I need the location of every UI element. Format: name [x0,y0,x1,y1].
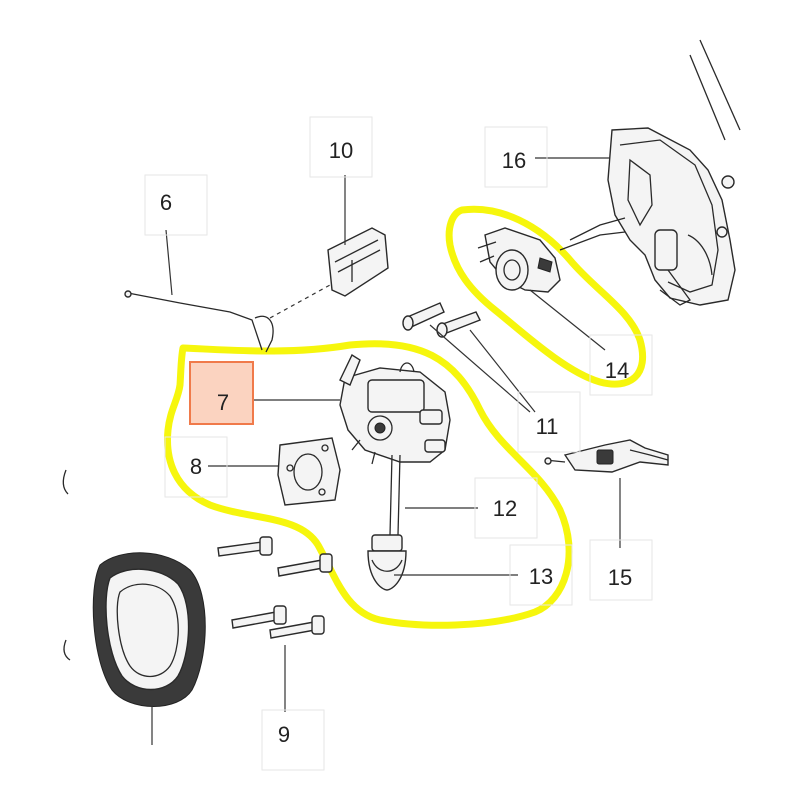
label-15[interactable]: 15 [608,565,632,590]
assembly-dashed-line [269,284,331,319]
throttle-assembly-part [477,227,561,293]
throttle-rod-part [124,290,274,353]
gasket-part [277,437,341,506]
leader-line-11a [429,324,531,413]
primer-bulb-part [367,534,407,591]
label-9[interactable]: 9 [278,722,290,747]
edge-fragment [62,469,69,495]
carburetor-part [339,353,451,465]
leader-line-11b [469,329,536,413]
label-13[interactable]: 13 [529,564,553,589]
leader-line-6 [165,229,173,296]
label-12[interactable]: 12 [493,496,517,521]
screws-part-11 [402,302,481,338]
label-box-14 [589,334,653,396]
label-11[interactable]: 11 [536,414,559,439]
label-box-6 [144,174,208,236]
label-box-7-selected[interactable] [189,361,254,425]
label-7[interactable]: 7 [217,390,229,415]
label-8[interactable]: 8 [190,454,202,479]
label-box-13 [509,544,573,606]
label-box-15 [589,539,653,601]
highlight-outline-carburetor-group [164,340,573,629]
fuel-line-part [389,454,401,536]
label-box-10 [309,116,373,178]
label-box-16 [484,126,548,188]
filter-plate-part [269,227,389,319]
label-box-9 [261,709,325,771]
edge-fragment [63,639,71,661]
highlight-outline-part-14 [445,205,647,388]
label-16[interactable]: 16 [502,148,526,173]
label-6[interactable]: 6 [160,190,172,215]
label-box-8 [164,436,228,498]
label-box-12 [474,477,538,539]
handle-housing-part [559,39,741,306]
air-filter-part [92,552,206,707]
lever-part-15 [544,439,669,473]
label-10[interactable]: 10 [329,138,353,163]
leader-line-14 [529,289,606,351]
label-14[interactable]: 14 [605,358,629,383]
bolts-part-9 [217,536,333,639]
label-box-11 [517,391,581,453]
